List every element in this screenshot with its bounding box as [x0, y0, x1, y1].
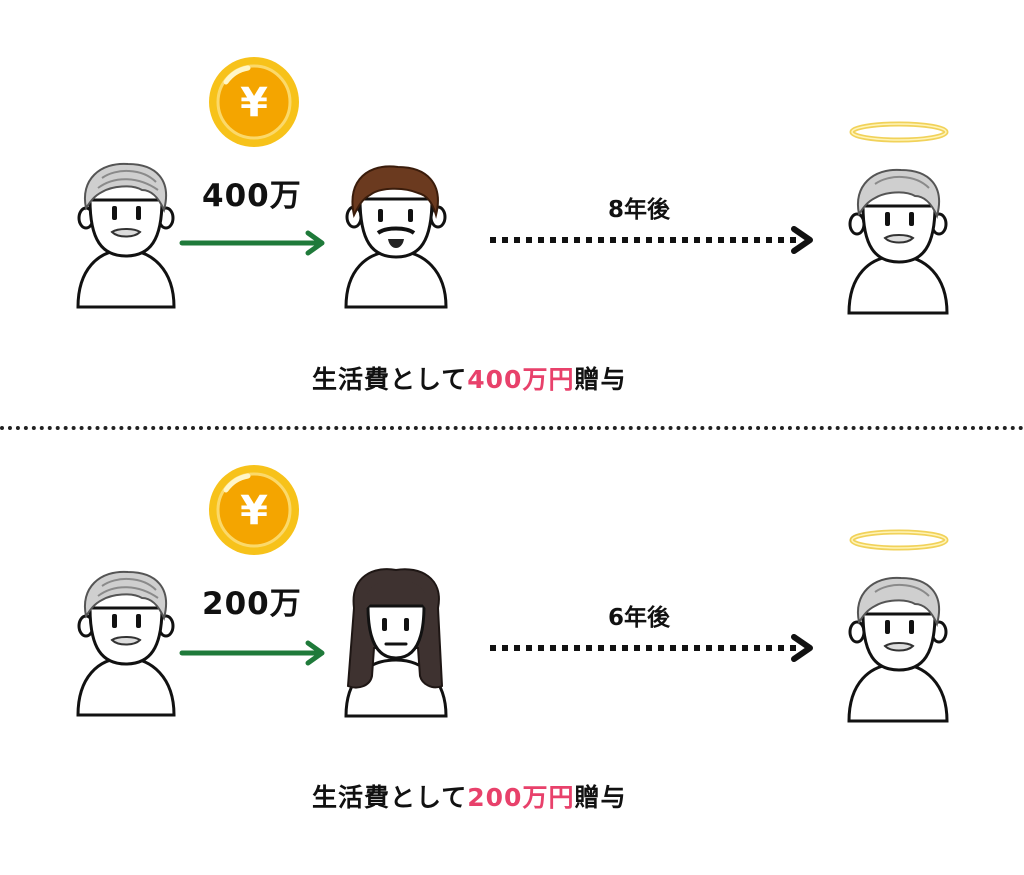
gift-caption: 生活費として400万円贈与 — [312, 360, 626, 396]
long-haired-woman-icon — [344, 568, 448, 718]
gift-arrow — [179, 230, 325, 256]
elderly-man-icon — [76, 570, 176, 717]
gift-arrow — [179, 640, 325, 666]
elapsed-time-arrow — [490, 226, 813, 254]
caption-text: 生活費として — [312, 365, 468, 394]
gift-scenario-1: ¥ 400万 8年後 — [0, 0, 1024, 428]
gift-amount-label: 200万 — [202, 586, 302, 622]
bearded-man-icon — [344, 165, 448, 309]
caption-text: 贈与 — [574, 365, 627, 394]
elapsed-years-label: 6年後 — [608, 605, 671, 631]
section-divider — [0, 426, 1024, 430]
elapsed-years-label: 8年後 — [608, 197, 671, 223]
yen-coin-icon: ¥ — [209, 465, 299, 555]
yen-coin-icon: ¥ — [209, 57, 299, 147]
elderly-man-icon — [76, 162, 176, 309]
caption-amount-highlight: 400万円 — [467, 365, 575, 394]
gift-caption: 生活費として200万円贈与 — [312, 778, 626, 814]
gift-scenario-2: ¥ 200万 6年後 — [0, 432, 1024, 875]
coin-symbol: ¥ — [240, 80, 268, 126]
gift-amount-label: 400万 — [202, 178, 302, 214]
caption-text: 生活費として — [312, 783, 468, 812]
caption-amount-highlight: 200万円 — [467, 783, 575, 812]
deceased-elderly-man-with-halo-icon — [847, 121, 949, 315]
elapsed-time-arrow — [490, 634, 813, 662]
coin-symbol: ¥ — [240, 488, 268, 534]
deceased-elderly-man-with-halo-icon — [847, 529, 949, 723]
caption-text: 贈与 — [574, 783, 627, 812]
